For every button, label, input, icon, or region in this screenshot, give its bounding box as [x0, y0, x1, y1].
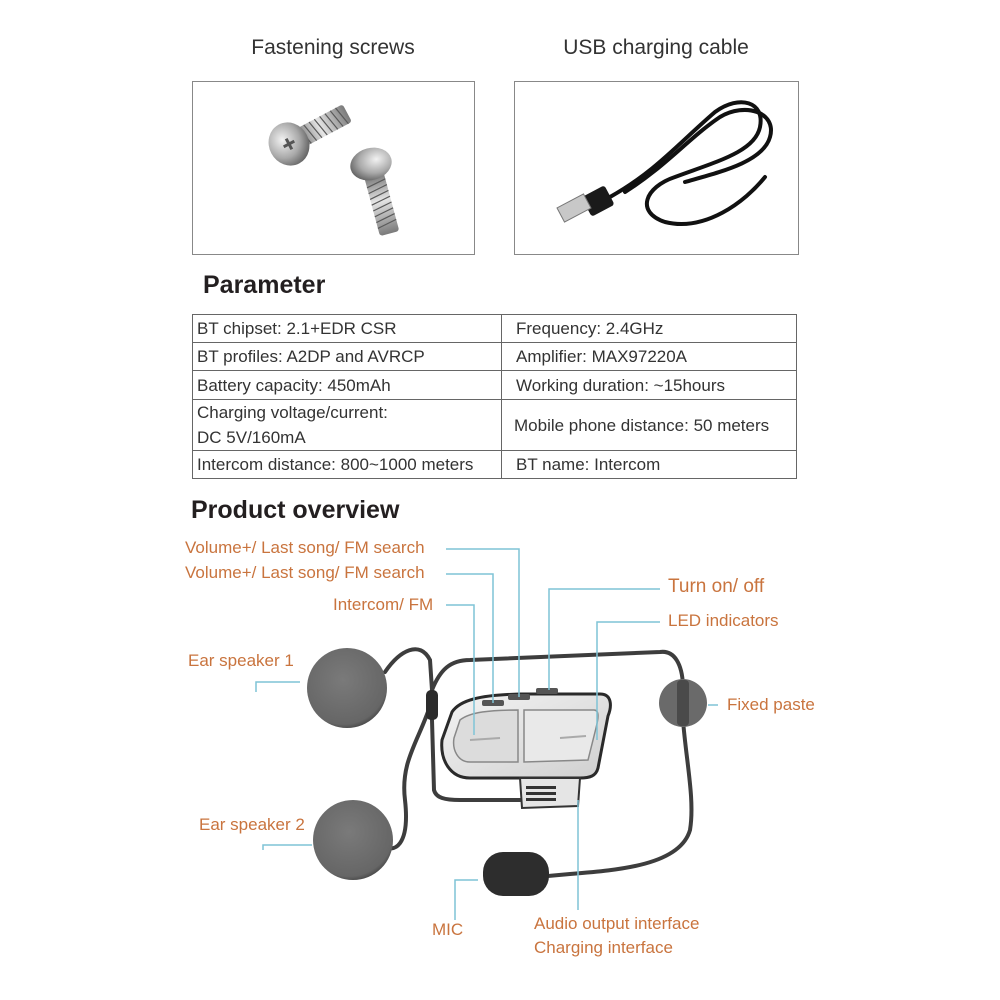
table-row: Battery capacity: 450mAh Working duratio…: [192, 370, 797, 400]
label-led-indicators: LED indicators: [668, 611, 779, 630]
label-volume-1: Volume+/ Last song/ FM search: [185, 538, 425, 557]
table-cell: BT profiles: A2DP and AVRCP: [192, 342, 502, 371]
inline-connector: [426, 690, 438, 720]
leader-lines: [255, 548, 718, 920]
label-fixed-paste: Fixed paste: [727, 695, 815, 714]
ear-speaker-1: [307, 648, 387, 728]
table-cell: BT name: Intercom: [501, 450, 797, 479]
parameter-table: BT chipset: 2.1+EDR CSR Frequency: 2.4GH…: [192, 314, 797, 479]
main-unit: [440, 688, 612, 810]
table-cell: Intercom distance: 800~1000 meters: [192, 450, 502, 479]
table-row: BT chipset: 2.1+EDR CSR Frequency: 2.4GH…: [192, 314, 797, 343]
label-audio-output: Audio output interface: [534, 914, 700, 933]
cable-caption: USB charging cable: [563, 36, 749, 59]
table-cell: Charging voltage/current: DC 5V/160mA: [192, 399, 502, 451]
label-intercom-fm: Intercom/ FM: [333, 595, 434, 614]
label-charging-interface: Charging interface: [534, 938, 673, 957]
table-row: Charging voltage/current: DC 5V/160mA Mo…: [192, 399, 797, 451]
label-ear-speaker-2: Ear speaker 2: [199, 815, 305, 834]
parameter-title: Parameter: [203, 271, 326, 299]
mic-foam: [483, 852, 549, 896]
label-mic: MIC: [432, 920, 464, 939]
screws-image: [192, 81, 475, 255]
table-cell: Mobile phone distance: 50 meters: [501, 399, 797, 451]
table-cell: Battery capacity: 450mAh: [192, 370, 502, 400]
table-cell: Working duration: ~15hours: [501, 370, 797, 400]
cell-line: DC 5V/160mA: [197, 428, 306, 447]
table-cell: Frequency: 2.4GHz: [501, 314, 797, 343]
cable-image: [514, 81, 799, 255]
screw-icon: [268, 105, 399, 236]
cell-line: Charging voltage/current:: [197, 403, 388, 422]
table-row: BT profiles: A2DP and AVRCP Amplifier: M…: [192, 342, 797, 371]
ear-speaker-2: [313, 800, 393, 880]
label-ear-speaker-1: Ear speaker 1: [188, 651, 294, 670]
label-turn-on-off: Turn on/ off: [668, 576, 765, 597]
label-volume-2: Volume+/ Last song/ FM search: [185, 563, 425, 582]
table-row: Intercom distance: 800~1000 meters BT na…: [192, 450, 797, 479]
overview-title: Product overview: [191, 496, 400, 524]
screws-caption: Fastening screws: [251, 36, 415, 59]
usb-cable-icon: [556, 100, 773, 226]
